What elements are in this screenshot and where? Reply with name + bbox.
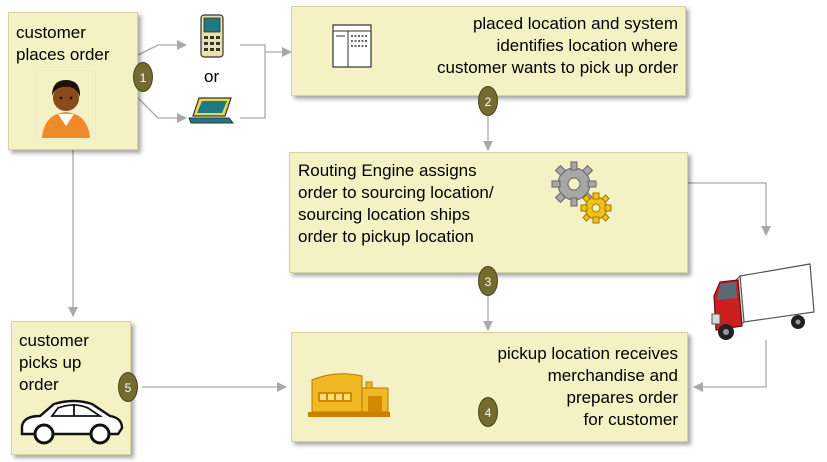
step-badge-2: 2 xyxy=(478,86,498,116)
placed-location-label: placed location and system identifies lo… xyxy=(437,14,678,77)
or-label: or xyxy=(204,67,220,86)
gears-icon xyxy=(551,161,612,224)
mobile-phone-icon xyxy=(200,14,224,58)
delivery-truck-icon xyxy=(711,263,815,340)
routing-engine-label: Routing Engine assigns order to sourcing… xyxy=(298,161,494,246)
arrow-devices-to-step2 xyxy=(240,45,291,119)
customer-person-icon xyxy=(36,70,96,140)
customer-picks-up-label: customer picks up order xyxy=(19,331,89,394)
step-badge-3: 3 xyxy=(478,266,498,296)
customer-places-order-label: customer places order xyxy=(16,23,110,64)
step-badge-5: 5 xyxy=(118,372,138,402)
step-badge-4: 4 xyxy=(478,397,498,427)
arrow-truck-to-pickup xyxy=(693,340,767,392)
store-building-icon xyxy=(308,373,390,417)
document-form-icon xyxy=(332,24,372,68)
pickup-location-label: pickup location receives merchandise and… xyxy=(497,344,678,429)
step-badge-1: 1 xyxy=(133,62,153,92)
car-icon xyxy=(20,399,124,445)
laptop-icon xyxy=(188,97,235,124)
arrow-to-laptop xyxy=(137,97,187,123)
arrow-to-phone xyxy=(137,40,187,56)
arrow-routing-to-truck xyxy=(688,182,771,236)
